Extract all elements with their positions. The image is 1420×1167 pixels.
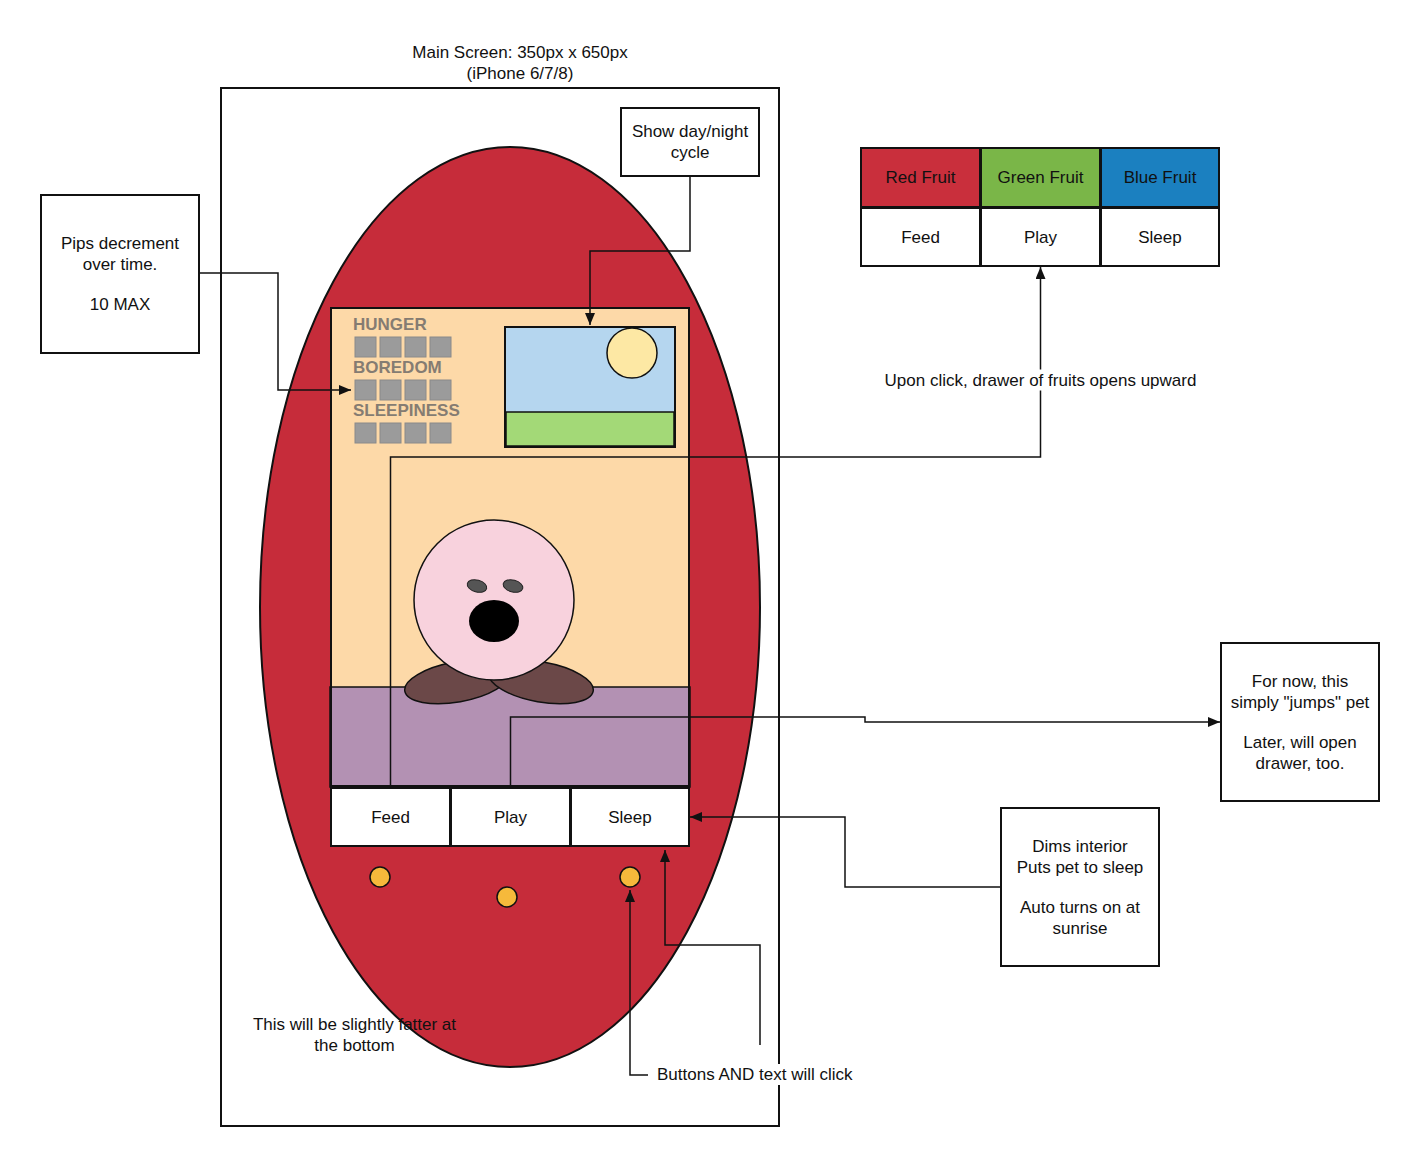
stat-pips	[355, 337, 451, 443]
device-dot	[497, 887, 517, 907]
pip	[430, 337, 451, 357]
frame-text: Main Screen: 350px x 650px (iPhone 6/7/8…	[395, 42, 645, 84]
box-text: Sleep	[1138, 227, 1181, 248]
note-box: Dims interior Puts pet to sleepAuto turn…	[1000, 807, 1160, 967]
box-text: Feed	[371, 807, 410, 828]
phone-screen-frame: Main Screen: 350px x 650px (iPhone 6/7/8…	[220, 87, 780, 1127]
edge-label: Upon click, drawer of fruits opens upwar…	[882, 370, 1200, 391]
note-box: Pips decrement over time. 10 MAX	[40, 194, 200, 354]
pet-eye	[502, 578, 524, 595]
pip	[355, 380, 376, 400]
box-text: Blue Fruit	[1124, 167, 1197, 188]
note-label: Buttons AND text will click	[654, 1064, 856, 1085]
fruit-cell: Blue Fruit	[1100, 147, 1220, 208]
connector-arrow	[391, 267, 1041, 787]
action-button: Sleep	[570, 787, 690, 847]
leader-line	[200, 273, 351, 390]
box-text: 10 MAX	[90, 294, 150, 315]
box-text: For now, this simply "jumps" pet	[1228, 671, 1373, 713]
box-text: Dims interior Puts pet to sleep	[1015, 836, 1145, 878]
leader-line	[630, 890, 648, 1075]
stat-label: SLEEPINESS	[353, 401, 460, 421]
pet-mouth	[469, 600, 519, 642]
grass	[506, 412, 674, 446]
pip	[430, 380, 451, 400]
fruit-cell: Red Fruit	[860, 147, 981, 208]
device-dot	[370, 867, 390, 887]
box-text: Later, will open drawer, too.	[1228, 732, 1373, 774]
pip	[355, 423, 376, 443]
box-text: Green Fruit	[998, 167, 1084, 188]
device-shell	[260, 147, 760, 1067]
connector-arrow	[511, 717, 1221, 787]
pet-body	[414, 520, 574, 680]
drawer-cell: Play	[980, 207, 1101, 267]
pip	[380, 423, 401, 443]
screen-ground	[330, 307, 690, 787]
pip	[405, 337, 426, 357]
pip	[430, 423, 451, 443]
sun	[607, 328, 657, 378]
game-screen: HUNGER BOREDOM SLEEPINESS	[330, 307, 690, 787]
box-text: Play	[1024, 227, 1057, 248]
pet-eye	[466, 578, 488, 595]
stat-label: HUNGER	[353, 315, 427, 335]
pip	[380, 337, 401, 357]
note-box: For now, this simply "jumps" petLater, w…	[1220, 642, 1380, 802]
device-dot	[620, 867, 640, 887]
box-text: Feed	[901, 227, 940, 248]
leader-line	[665, 850, 760, 1045]
box-text: Pips decrement over time.	[50, 233, 190, 275]
box-text: Auto turns on at sunrise	[1008, 897, 1152, 939]
pip	[405, 380, 426, 400]
pip	[380, 380, 401, 400]
box-text: Play	[494, 807, 527, 828]
note-box: Show day/night cycle	[620, 107, 760, 177]
drawer-cell: Feed	[860, 207, 981, 267]
box-text: Sleep	[608, 807, 651, 828]
sky-window	[505, 327, 675, 447]
drawer-cell: Sleep	[1100, 207, 1220, 267]
leader-line	[590, 177, 690, 325]
box-text: Show day/night cycle	[628, 121, 752, 163]
frame-text: This will be slightly fatter at the bott…	[252, 1014, 457, 1056]
action-button: Play	[450, 787, 571, 847]
fruit-cell: Green Fruit	[980, 147, 1101, 208]
stat-label: BOREDOM	[353, 358, 442, 378]
box-text: Red Fruit	[886, 167, 956, 188]
connector-arrow	[690, 817, 1000, 887]
pip	[355, 337, 376, 357]
action-button: Feed	[330, 787, 451, 847]
pip	[405, 423, 426, 443]
